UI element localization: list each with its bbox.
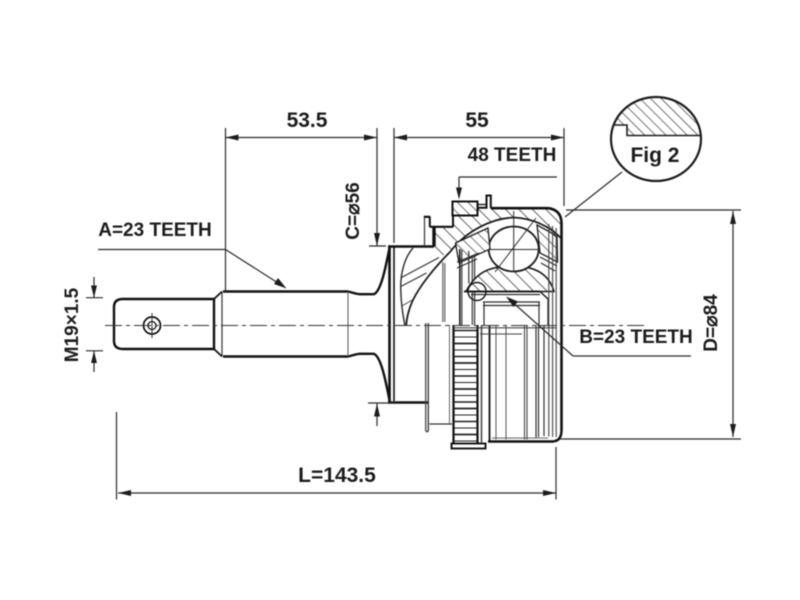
svg-text:53.5: 53.5 bbox=[287, 109, 328, 132]
svg-text:48 TEETH: 48 TEETH bbox=[468, 145, 557, 166]
svg-text:55: 55 bbox=[465, 109, 489, 132]
svg-text:C=⌀56: C=⌀56 bbox=[343, 182, 364, 239]
svg-text:B=23 TEETH: B=23 TEETH bbox=[579, 327, 693, 348]
svg-text:A=23 TEETH: A=23 TEETH bbox=[98, 220, 212, 241]
svg-text:L=143.5: L=143.5 bbox=[298, 464, 376, 487]
svg-text:Fig 2: Fig 2 bbox=[630, 144, 679, 167]
svg-text:D=⌀84: D=⌀84 bbox=[701, 294, 722, 352]
svg-text:M19×1.5: M19×1.5 bbox=[62, 287, 83, 362]
